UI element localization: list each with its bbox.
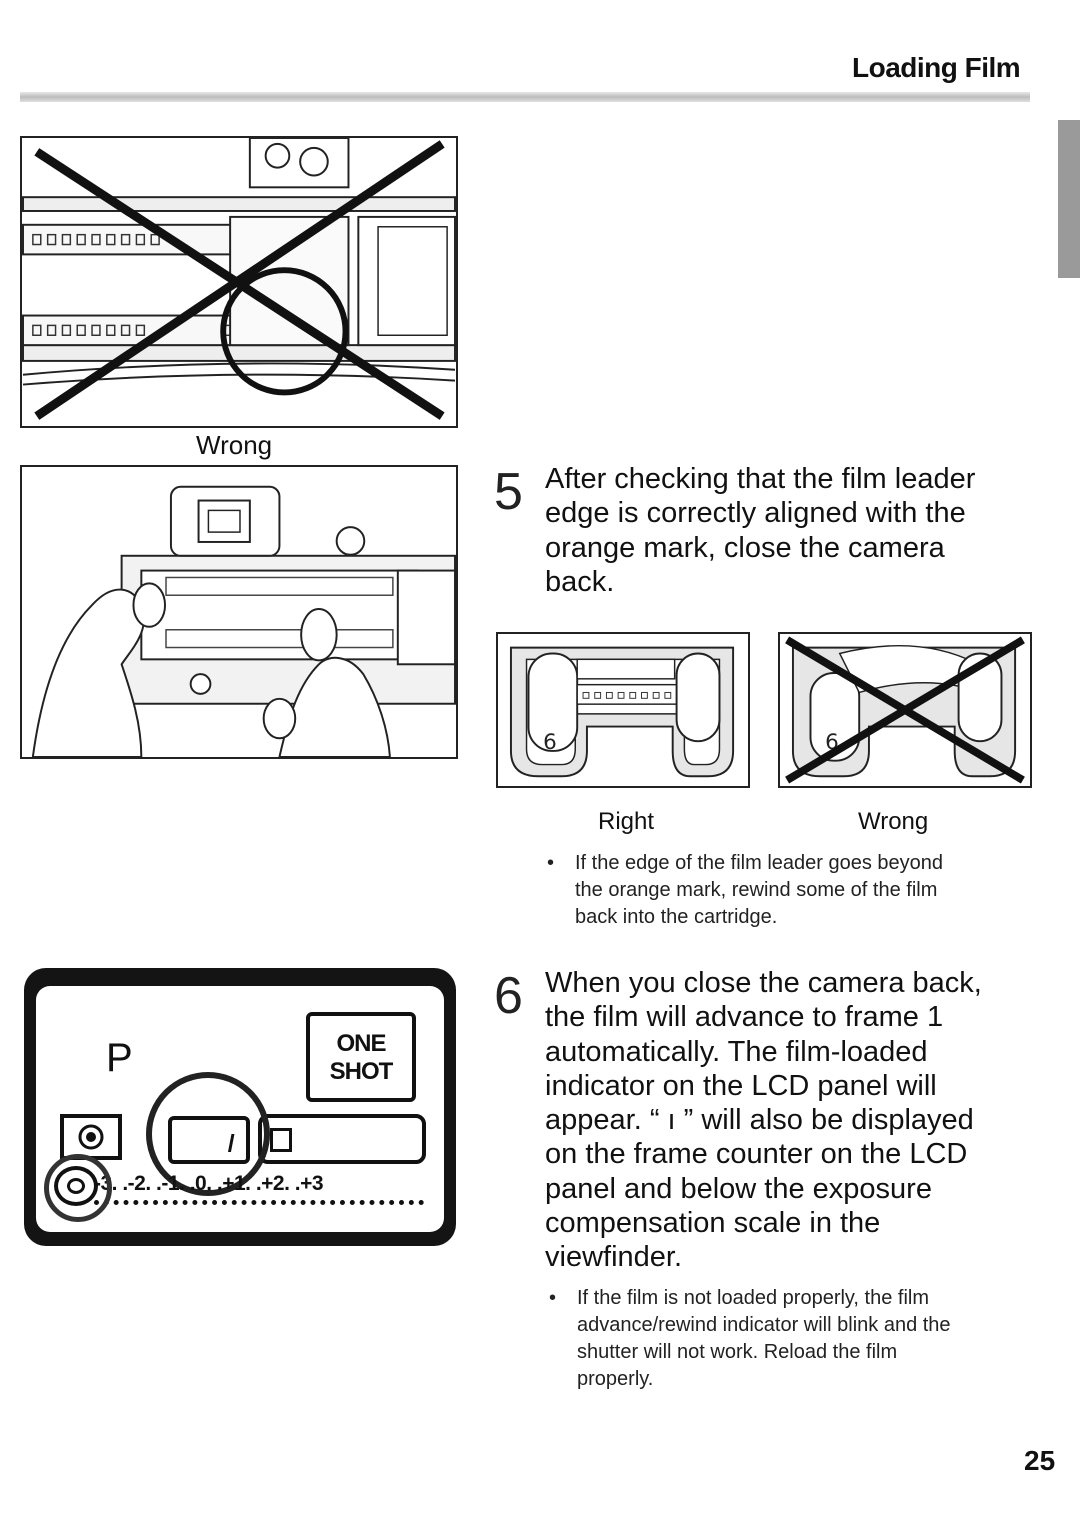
header-rule [20, 92, 1030, 102]
step-6-line: indicator on the LCD panel will [545, 1069, 937, 1102]
camera-back-wrong-illustration [22, 138, 456, 426]
step-6-line: panel and below the exposure [545, 1172, 932, 1205]
step-5-text: After checking that the film leader edge… [545, 462, 1031, 599]
lcd-panel-illustration: P ONE SHOT ı -3. .-2. .-1. .0. .+1. .+2.… [24, 968, 456, 1246]
step-5-number: 5 [494, 463, 523, 521]
figure-cartridge-right: 6 [496, 632, 750, 788]
step-6-text: When you close the camera back, the film… [545, 966, 1032, 1275]
figure-film-wrong [20, 136, 458, 428]
step-6-line: automatically. The film-loaded [545, 1035, 928, 1068]
film-loaded-indicator-icon [258, 1114, 426, 1164]
page-header-title: Loading Film [852, 52, 1021, 83]
figure-caption-right: Right [598, 808, 655, 835]
page-number: 25 [1024, 1445, 1056, 1476]
lcd-exposure-scale: -3. .-2. .-1. .0. .+1. .+2. .+3 [94, 1172, 324, 1195]
step-5-line: After checking that the film leader [545, 463, 976, 495]
lcd-af-mode-box: ONE SHOT [306, 1012, 416, 1102]
metering-icon [60, 1114, 122, 1160]
figure-cartridge-wrong: 6 [778, 632, 1032, 788]
cartridge-right-illustration: 6 [499, 634, 747, 786]
step-5-line: back. [545, 565, 615, 598]
hands-loading-film-illustration [22, 467, 456, 757]
step-6-line: appear. “ ı ” will also be displayed [545, 1104, 974, 1137]
note-line: shutter will not work. Reload the film [577, 1341, 898, 1363]
note-line: advance/rewind indicator will blink and … [577, 1314, 951, 1336]
figure-loading-hands [20, 465, 458, 759]
step-5-line: orange mark, close the camera [545, 531, 945, 564]
lcd-panel-screen: P ONE SHOT ı -3. .-2. .-1. .0. .+1. .+2.… [36, 986, 444, 1232]
cartridge-wrong-illustration: 6 [781, 634, 1029, 786]
step-6-line: the film will advance to frame 1 [545, 1001, 944, 1034]
step-6-note: • If the film is not loaded properly, th… [549, 1285, 1033, 1393]
step-5-line: edge is correctly aligned with the [545, 497, 966, 530]
highlight-circle [146, 1072, 270, 1196]
step-6-line: viewfinder. [545, 1241, 683, 1274]
highlight-circle-small [44, 1154, 112, 1222]
figure-caption-wrong-cartridge: Wrong [858, 808, 929, 835]
bullet-marker: • [549, 1287, 557, 1309]
note-line: back into the cartridge. [575, 906, 778, 928]
step-5-note: • If the edge of the film leader goes be… [547, 850, 1031, 931]
step-6-line: compensation scale in the [545, 1207, 881, 1240]
svg-text:6: 6 [543, 730, 557, 755]
bullet-marker: • [547, 852, 555, 874]
note-line: the orange mark, rewind some of the film [575, 879, 938, 901]
note-line: properly. [577, 1368, 654, 1390]
step-6-number: 6 [494, 967, 523, 1025]
note-line: If the edge of the film leader goes beyo… [575, 852, 944, 874]
scale-dots-line [94, 1200, 424, 1205]
step-6-line: When you close the camera back, [545, 967, 982, 999]
figure-caption-wrong-top: Wrong [196, 430, 273, 460]
step-6-line: on the frame counter on the LCD [545, 1138, 968, 1171]
lcd-mode-indicator: P [106, 1036, 133, 1080]
chapter-tab-marker [1058, 120, 1080, 278]
note-line: If the film is not loaded properly, the … [577, 1287, 930, 1309]
lcd-af-mode-label: ONE SHOT [329, 1030, 394, 1085]
